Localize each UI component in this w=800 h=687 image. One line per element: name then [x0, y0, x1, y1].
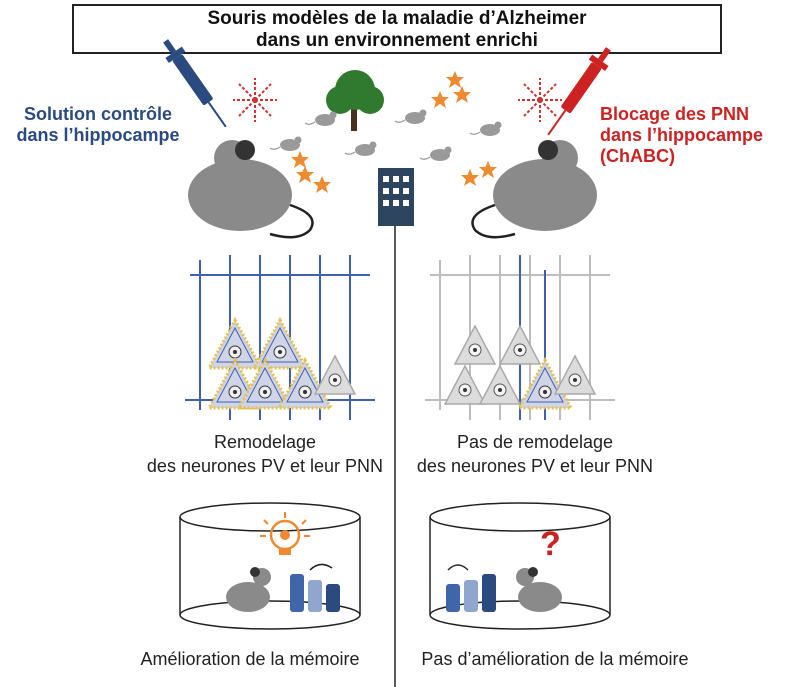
- neuron-network-left: [185, 255, 375, 420]
- tree-icon: [326, 70, 384, 131]
- mini-mouse-icon: [419, 145, 453, 162]
- star-icon: [296, 166, 314, 183]
- star-icon: [431, 91, 449, 108]
- mouse-right-icon: [471, 140, 597, 239]
- control-label: Solution contrôle dans l’hippocampe: [8, 104, 188, 146]
- left-memory-caption: Amélioration de la mémoire: [140, 649, 360, 669]
- mini-mouse-icon: [469, 120, 503, 137]
- right-remodel-caption: Pas de remodelage des neurones PV et leu…: [400, 430, 670, 478]
- mini-mouse-icon: [304, 110, 338, 127]
- right-memory-caption: Pas d’amélioration de la mémoire: [421, 649, 689, 669]
- title-line-1: Souris modèles de la maladie d’Alzheimer: [207, 8, 587, 29]
- firework-left-icon: [232, 77, 278, 123]
- mouse-left-icon: [188, 140, 314, 239]
- arena-left: [179, 502, 361, 630]
- left-remodel-caption: Remodelage des neurones PV et leur PNN: [130, 430, 400, 478]
- mini-mouse-icon: [394, 108, 428, 125]
- mouse-in-arena-right-icon: [516, 567, 562, 612]
- title-box: Souris modèles de la maladie d’Alzheimer…: [72, 4, 722, 54]
- pnn-block-label-line-2: dans l’hippocampe: [600, 125, 764, 145]
- objects-right: [446, 564, 496, 612]
- pnn-block-label: Blocage des PNN dans l’hippocampe (ChABC…: [600, 104, 800, 167]
- firework-right-icon: [517, 77, 563, 123]
- star-icon: [479, 161, 497, 178]
- arena-right: ?: [429, 502, 611, 630]
- control-label-line-2: dans l’hippocampe: [16, 125, 180, 145]
- left-remodel-line-1: Remodelage: [213, 432, 317, 452]
- star-icon: [291, 151, 309, 168]
- right-remodel-line-1: Pas de remodelage: [456, 432, 614, 452]
- control-label-line-1: Solution contrôle: [24, 104, 172, 124]
- star-icon: [453, 86, 471, 103]
- pnn-block-label-line-1: Blocage des PNN: [600, 104, 750, 124]
- syringe-blue-icon: [163, 39, 227, 128]
- mini-mouse-icon: [344, 140, 378, 157]
- mini-mouse-icon: [269, 135, 303, 152]
- star-icon: [461, 169, 479, 186]
- right-remodel-line-2: des neurones PV et leur PNN: [416, 456, 654, 476]
- syringe-red-icon: [547, 47, 611, 136]
- mouse-in-arena-left-icon: [226, 567, 271, 612]
- star-icon: [446, 71, 464, 88]
- neuron-network-right: [425, 255, 615, 420]
- building-icon: [378, 168, 414, 226]
- pnn-block-label-line-3: (ChABC): [600, 146, 675, 166]
- left-remodel-line-2: des neurones PV et leur PNN: [146, 456, 384, 476]
- lightbulb-icon: [260, 512, 310, 555]
- objects-left: [290, 563, 340, 612]
- question-mark: ?: [540, 525, 561, 563]
- star-icon: [313, 176, 331, 193]
- title-line-2: dans un environnement enrichi: [256, 30, 538, 51]
